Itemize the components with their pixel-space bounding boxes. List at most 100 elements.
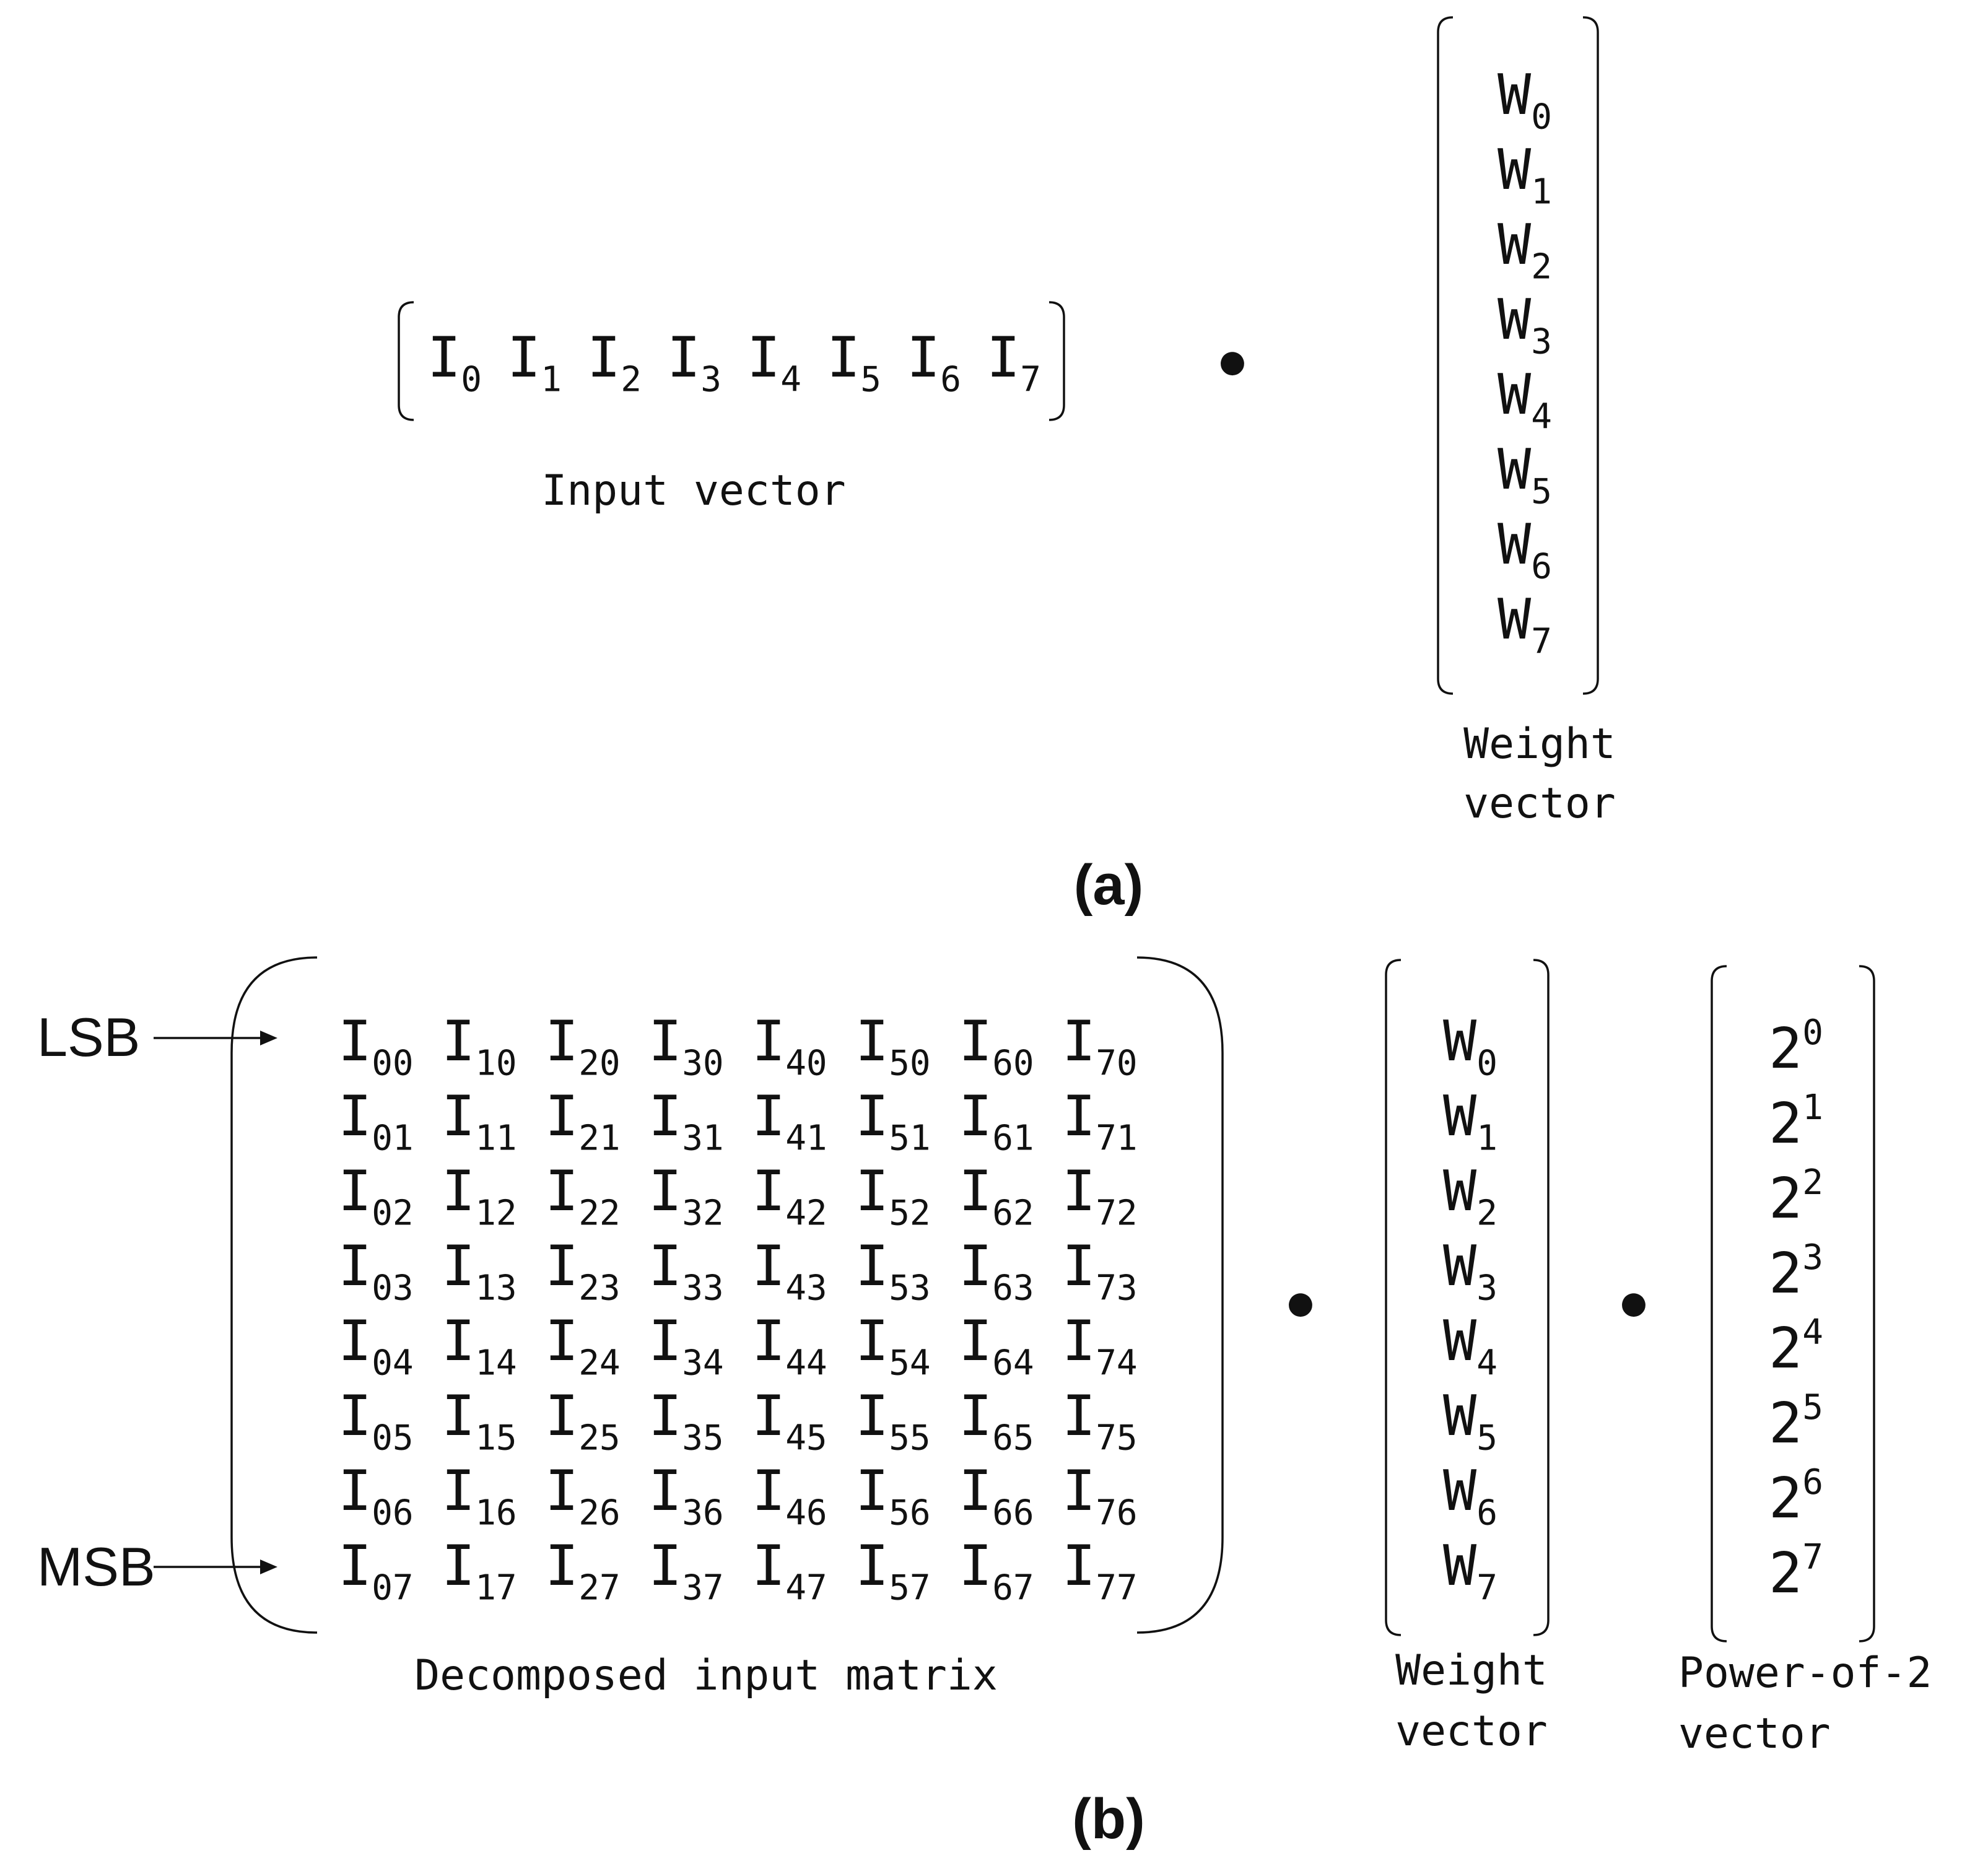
matrix-element-15: I15 — [442, 1384, 517, 1458]
matrix-element-65: I65 — [959, 1384, 1034, 1458]
matrix-element-27: I27 — [545, 1533, 621, 1608]
power-vector-caption-line-1: Power-of-2 — [1678, 1649, 1932, 1698]
matrix-element-67: I67 — [959, 1533, 1034, 1608]
matrix-element-75: I75 — [1062, 1384, 1138, 1458]
weight-element-3: W3 — [1498, 287, 1552, 362]
power-element-2: 22 — [1769, 1162, 1823, 1231]
matrix-element-70: I70 — [1062, 1009, 1138, 1083]
matrix-element-05: I05 — [338, 1384, 414, 1458]
msb-label: MSB — [37, 1536, 155, 1597]
power-element-7: 27 — [1769, 1537, 1823, 1606]
matrix-element-24: I24 — [545, 1309, 621, 1383]
matrix-element-76: I76 — [1062, 1459, 1138, 1533]
weight-element-6: W6 — [1498, 512, 1552, 587]
matrix-element-57: I57 — [855, 1533, 931, 1608]
b-weight-element-3: W3 — [1443, 1234, 1498, 1308]
matrix-element-22: I22 — [545, 1159, 621, 1233]
matrix-element-00: I00 — [338, 1009, 414, 1083]
matrix-element-44: I44 — [752, 1309, 827, 1383]
matrix-element-35: I35 — [648, 1384, 724, 1458]
input-element-1: I1 — [507, 325, 562, 399]
input-vector-left-bracket — [398, 301, 414, 421]
matrix-element-11: I11 — [442, 1084, 517, 1158]
b-weight-element-7: W7 — [1443, 1533, 1498, 1608]
weight-element-2: W2 — [1498, 212, 1552, 287]
matrix-element-60: I60 — [959, 1009, 1034, 1083]
matrix-element-07: I07 — [338, 1533, 414, 1608]
decomposed-matrix-caption: Decomposed input matrix — [414, 1651, 998, 1700]
matrix-element-25: I25 — [545, 1384, 621, 1458]
b-weight-element-1: W1 — [1443, 1084, 1498, 1158]
matrix-element-64: I64 — [959, 1309, 1034, 1383]
weight-vector-caption-line-1: Weight — [1463, 720, 1616, 769]
matrix-element-16: I16 — [442, 1459, 517, 1533]
matrix-element-34: I34 — [648, 1309, 724, 1383]
matrix-element-37: I37 — [648, 1533, 724, 1608]
power-element-3: 23 — [1769, 1237, 1823, 1306]
matrix-element-56: I56 — [855, 1459, 931, 1533]
weight-element-4: W4 — [1498, 362, 1552, 437]
b-weight-element-2: W2 — [1443, 1159, 1498, 1233]
panel-a-label: (a) — [1074, 853, 1143, 917]
input-element-2: I2 — [587, 325, 642, 399]
matrix-element-04: I04 — [338, 1309, 414, 1383]
panel-b-label: (b) — [1072, 1787, 1144, 1851]
matrix-element-17: I17 — [442, 1533, 517, 1608]
matrix-element-30: I30 — [648, 1009, 724, 1083]
matrix-element-61: I61 — [959, 1084, 1034, 1158]
b-weight-caption-line-1: Weight — [1395, 1646, 1548, 1695]
matrix-element-14: I14 — [442, 1309, 517, 1383]
matrix-element-66: I66 — [959, 1459, 1034, 1533]
weight-vector-caption-line-2: vector — [1463, 779, 1616, 828]
input-element-6: I6 — [907, 325, 961, 399]
power-vector-left-bracket — [1711, 965, 1727, 1642]
matrix-element-21: I21 — [545, 1084, 621, 1158]
b-weight-element-6: W6 — [1443, 1459, 1498, 1533]
input-element-0: I0 — [427, 325, 482, 399]
weight-element-5: W5 — [1498, 437, 1552, 512]
power-element-0: 20 — [1769, 1013, 1823, 1081]
power-vector-caption-line-2: vector — [1678, 1709, 1831, 1758]
b-weight-element-5: W5 — [1443, 1384, 1498, 1458]
matrix-element-41: I41 — [752, 1084, 827, 1158]
b-weight-caption-line-2: vector — [1395, 1707, 1548, 1756]
matrix-right-paren — [1136, 956, 1224, 1634]
matrix-element-06: I06 — [338, 1459, 414, 1533]
matrix-element-10: I10 — [442, 1009, 517, 1083]
weight-vector-right-bracket — [1582, 16, 1599, 695]
power-element-5: 25 — [1769, 1387, 1823, 1456]
input-element-5: I5 — [827, 325, 881, 399]
b-weight-right-bracket — [1533, 959, 1550, 1636]
weight-element-1: W1 — [1498, 137, 1552, 212]
dot-product-operator: ● — [1216, 329, 1249, 391]
matrix-element-43: I43 — [752, 1234, 827, 1308]
input-element-7: I7 — [987, 325, 1041, 399]
matrix-element-03: I03 — [338, 1234, 414, 1308]
lsb-label: LSB — [37, 1006, 140, 1068]
matrix-element-74: I74 — [1062, 1309, 1138, 1383]
b-weight-element-4: W4 — [1443, 1309, 1498, 1383]
matrix-element-50: I50 — [855, 1009, 931, 1083]
matrix-element-40: I40 — [752, 1009, 827, 1083]
b-weight-element-0: W0 — [1443, 1009, 1498, 1083]
matrix-element-71: I71 — [1062, 1084, 1138, 1158]
dot-operator-2: ● — [1617, 1271, 1650, 1332]
matrix-element-32: I32 — [648, 1159, 724, 1233]
matrix-element-20: I20 — [545, 1009, 621, 1083]
weight-element-7: W7 — [1498, 587, 1552, 661]
matrix-element-31: I31 — [648, 1084, 724, 1158]
b-weight-left-bracket — [1385, 959, 1402, 1636]
matrix-element-45: I45 — [752, 1384, 827, 1458]
power-vector-right-bracket — [1859, 965, 1875, 1642]
lsb-arrowhead — [260, 1031, 277, 1045]
matrix-element-73: I73 — [1062, 1234, 1138, 1308]
weight-element-0: W0 — [1498, 63, 1552, 137]
matrix-element-23: I23 — [545, 1234, 621, 1308]
